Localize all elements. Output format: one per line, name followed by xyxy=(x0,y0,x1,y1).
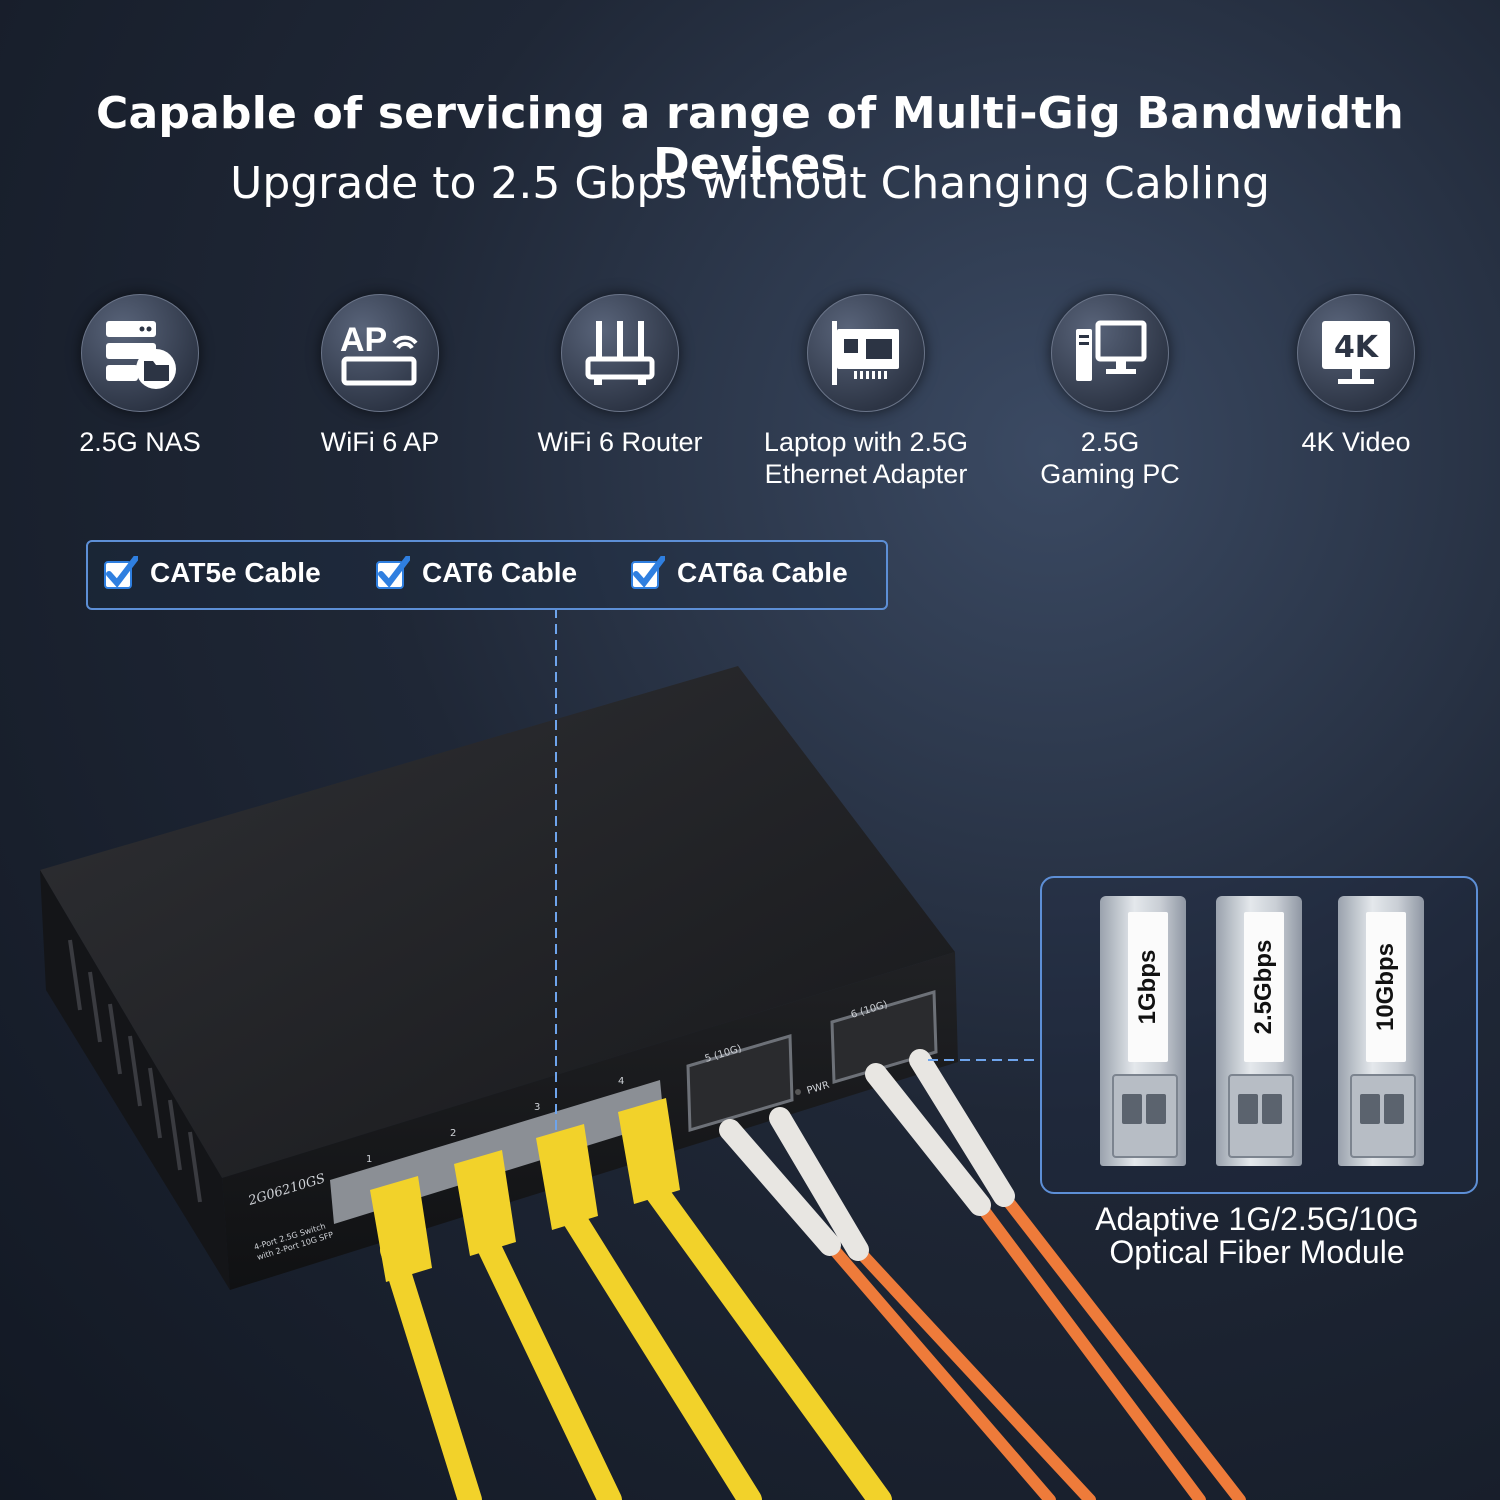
fiber-modules-panel: 1Gbps 2.5Gbps 10Gbps xyxy=(1040,876,1478,1194)
cable-option-cat6: CAT6 Cable xyxy=(376,556,577,590)
checkbox-checked-icon xyxy=(104,556,138,589)
sfp-module-10g: 10Gbps xyxy=(1338,896,1424,1176)
fiber-caption-line2: Optical Fiber Module xyxy=(1109,1234,1405,1270)
port-label-1: 1 xyxy=(366,1154,372,1165)
device-label-line1: 2.5G xyxy=(1080,427,1140,457)
device-label-line1: WiFi 6 AP xyxy=(320,427,440,457)
device-4k-video: 4K 4K Video xyxy=(1236,294,1476,458)
ethernet-plugs xyxy=(370,1098,680,1282)
fiber-caption-line1: Adaptive 1G/2.5G/10G xyxy=(1095,1201,1419,1237)
sfp-module-1g: 1Gbps xyxy=(1100,896,1186,1176)
cable-label: CAT5e Cable xyxy=(150,557,321,588)
device-access-point: AP WiFi 6 AP xyxy=(260,294,500,458)
fiber-module-caption: Adaptive 1G/2.5G/10G Optical Fiber Modul… xyxy=(1040,1203,1474,1269)
4k-monitor-icon: 4K xyxy=(1297,294,1415,412)
cable-label: CAT6a Cable xyxy=(677,557,848,588)
switch-top-panel xyxy=(40,666,955,1178)
device-nas: 2.5G NAS xyxy=(20,294,260,458)
nas-icon xyxy=(81,294,199,412)
device-label-line1: WiFi 6 Router xyxy=(537,427,703,457)
checkbox-checked-icon xyxy=(631,556,665,589)
router-icon xyxy=(561,294,679,412)
device-label-line2: Ethernet Adapter xyxy=(764,459,968,489)
sfp-speed-label: 2.5Gbps xyxy=(1250,939,1277,1035)
sfp-cage-5 xyxy=(686,1034,794,1132)
4k-icon-text: 4K xyxy=(1334,330,1380,365)
port-label-4: 4 xyxy=(618,1076,624,1087)
cable-types-panel: CAT5e Cable CAT6 Cable CAT6a Cable xyxy=(86,540,888,610)
sfp-module-2-5g: 2.5Gbps xyxy=(1216,896,1302,1176)
device-laptop-adapter: Laptop with 2.5G Ethernet Adapter xyxy=(746,294,986,490)
headline-subtitle: Upgrade to 2.5 Gbps without Changing Cab… xyxy=(230,158,1270,209)
checkbox-checked-icon xyxy=(376,556,410,589)
cable-option-cat5e: CAT5e Cable xyxy=(104,556,321,590)
cable-label: CAT6 Cable xyxy=(422,557,578,588)
device-label-line1: 2.5G NAS xyxy=(79,427,201,457)
port-label-3: 3 xyxy=(534,1102,540,1113)
network-card-icon xyxy=(807,294,925,412)
device-label-line1: Laptop with 2.5G xyxy=(763,427,969,457)
ethernet-cables xyxy=(380,1160,892,1500)
power-led xyxy=(795,1089,801,1095)
desktop-pc-icon xyxy=(1051,294,1169,412)
svg-text:AP: AP xyxy=(340,321,387,359)
port-label-2: 2 xyxy=(450,1128,456,1139)
sfp-speed-label: 10Gbps xyxy=(1372,942,1399,1032)
device-gaming-pc: 2.5G Gaming PC xyxy=(990,294,1230,490)
device-label-line1: 4K Video xyxy=(1301,427,1411,457)
access-point-icon: AP xyxy=(321,294,439,412)
sfp-speed-label: 1Gbps xyxy=(1134,949,1161,1025)
fiber-connectors xyxy=(719,1049,1015,1261)
device-router: WiFi 6 Router xyxy=(500,294,740,458)
headline-title: Capable of servicing a range of Multi-Gi… xyxy=(96,88,1404,190)
fiber-cables xyxy=(824,1190,1246,1500)
cable-option-cat6a: CAT6a Cable xyxy=(631,556,848,590)
device-label-line2: Gaming PC xyxy=(1040,459,1180,489)
